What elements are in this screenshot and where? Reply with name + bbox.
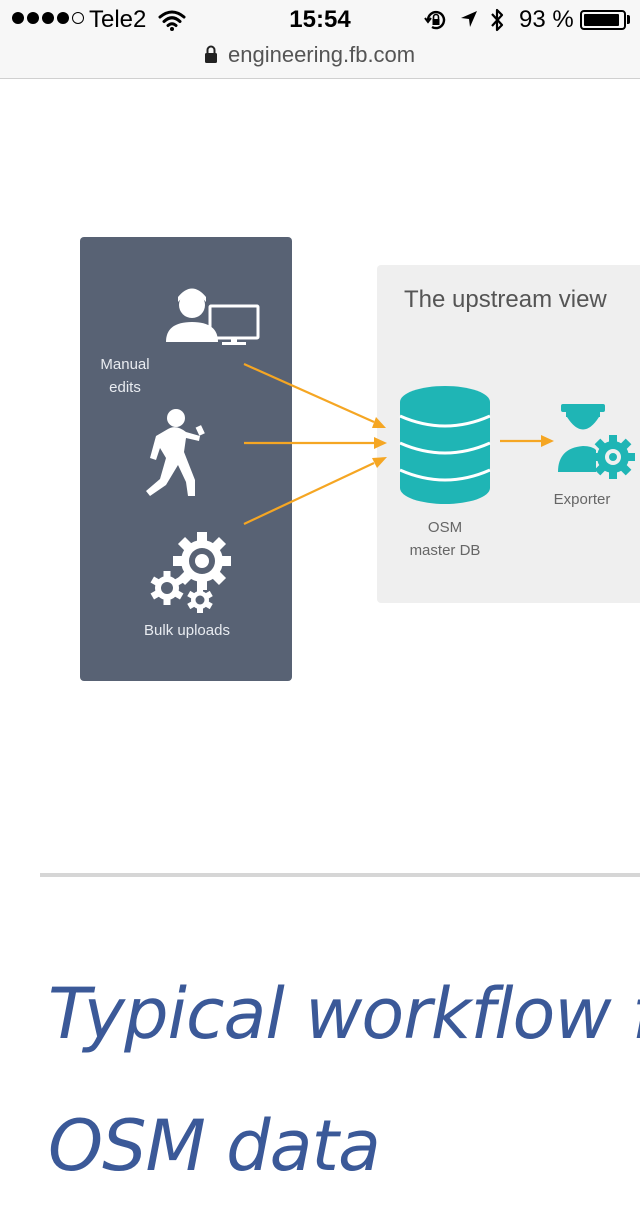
carrier-name: Tele2	[89, 6, 147, 33]
battery-cap	[627, 15, 630, 24]
location-arrow-icon	[459, 9, 479, 34]
gears-icon	[150, 532, 231, 613]
walking-person-phone-icon	[146, 409, 205, 496]
wifi-icon	[158, 9, 186, 36]
exporter-icon	[558, 404, 635, 479]
battery-level	[584, 14, 620, 26]
clock-time: 15:54	[289, 6, 351, 33]
flow-arrows	[243, 362, 554, 525]
section-divider	[40, 873, 640, 877]
upstream-view-title: The upstream view	[404, 286, 607, 313]
upstream-diagram: The upstream view	[0, 80, 640, 780]
battery-percentage: 93 %	[519, 6, 574, 33]
address-bar[interactable]: engineering.fb.com	[0, 40, 640, 79]
status-bar: Tele2 15:54 93 %	[0, 0, 640, 40]
manual-edits-label: Manual edits	[100, 356, 150, 396]
osm-master-db-label: OSM master DB	[409, 519, 481, 559]
database-icon	[399, 386, 491, 504]
battery-icon	[580, 10, 626, 30]
diagram-graphics	[146, 288, 635, 613]
lock-icon	[204, 44, 218, 69]
bulk-uploads-label: Bulk uploads	[144, 622, 230, 639]
signal-strength-icon	[12, 12, 84, 24]
person-computer-icon	[166, 288, 260, 345]
exporter-label: Exporter	[553, 491, 611, 508]
bluetooth-icon	[489, 7, 505, 38]
rotation-lock-icon	[424, 9, 448, 36]
url-text[interactable]: engineering.fb.com	[228, 42, 416, 67]
article-heading: Typical workflow f OSM data	[48, 973, 640, 1187]
